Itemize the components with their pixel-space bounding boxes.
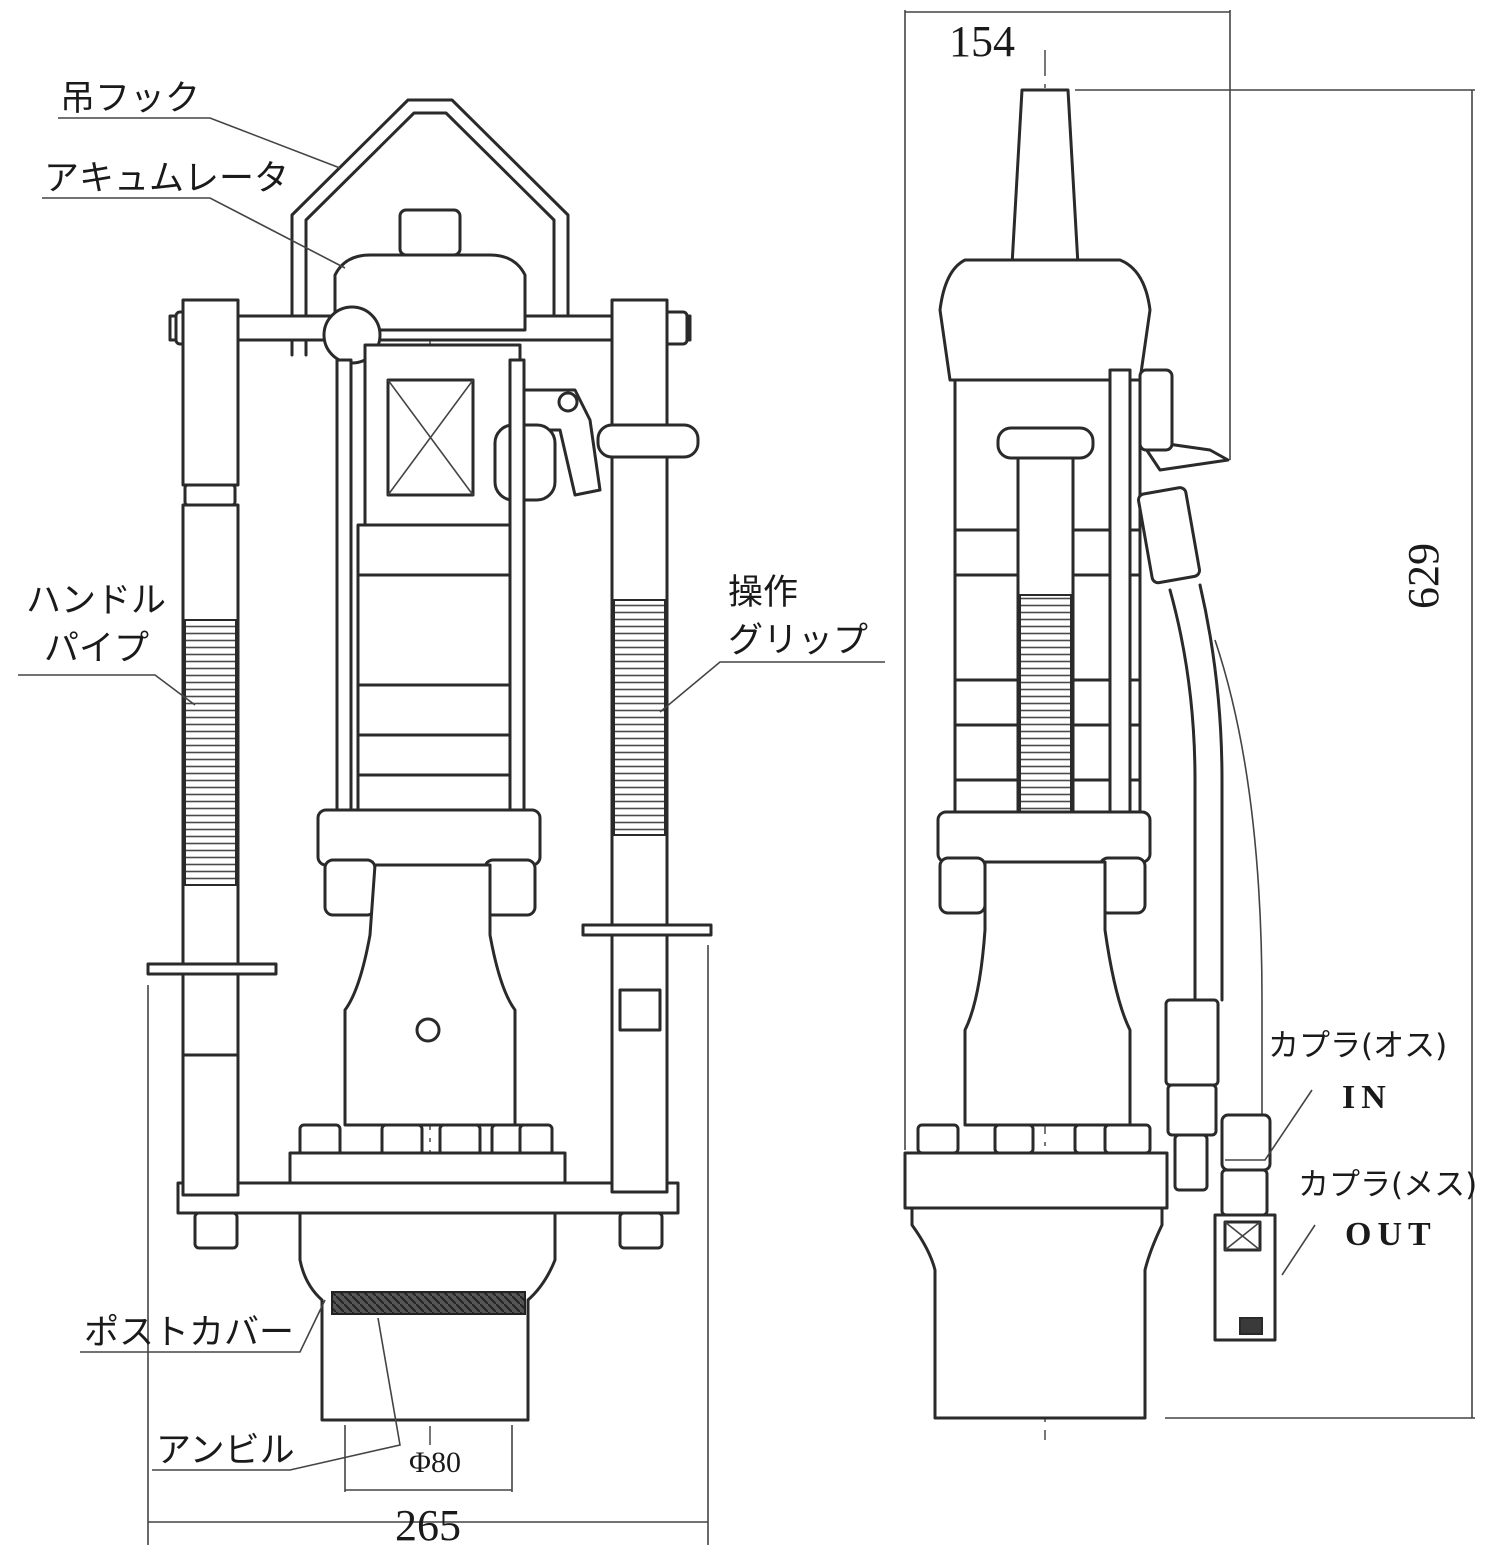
- label-grip-2: グリップ: [728, 621, 868, 661]
- post-cover: [298, 1211, 557, 1422]
- grip-upper: [610, 298, 669, 432]
- grip-stopper-disc: [581, 923, 713, 937]
- coupler-elbow: [1220, 1113, 1272, 1172]
- coupler-male-body: [1166, 1083, 1218, 1137]
- tie-rod-left: [335, 358, 353, 817]
- side-labels: カプラ(オス) IN カプラ(メス) OUT: [1225, 1028, 1477, 1276]
- front-view: 265 Φ80 吊フック アキュムレータ ハンドル パイプ 操作 グリップ ポス…: [18, 79, 885, 1550]
- side-accumulator: [938, 258, 1152, 382]
- depth-dimension-value: 154: [949, 17, 1015, 66]
- label-coupler-male-port: IN: [1342, 1079, 1392, 1116]
- height-dimension-value: 629: [1399, 543, 1448, 609]
- base-plate: [176, 1181, 680, 1215]
- side-lower-body: [963, 860, 1132, 1127]
- label-coupler-male: カプラ(オス): [1268, 1028, 1447, 1064]
- side-tie-rod: [1108, 368, 1132, 822]
- anvil-diameter-dimension: Φ80: [344, 1425, 513, 1492]
- label-post-cover: ポストカバー: [84, 1313, 294, 1353]
- hydraulic-hose: [1137, 368, 1277, 1342]
- width-dimension: 265: [147, 945, 709, 1550]
- side-flange: [903, 1151, 1169, 1210]
- side-flange-bolts: [916, 1123, 1152, 1155]
- depth-dimension: 154: [904, 10, 1231, 1150]
- label-anvil: アンビル: [156, 1431, 295, 1471]
- label-handle-pipe-2: パイプ: [44, 629, 149, 669]
- label-coupler-female: カプラ(メス): [1298, 1167, 1477, 1203]
- handle-stopper-disc: [146, 962, 278, 976]
- handle-pipe-upper: [181, 298, 240, 487]
- label-grip-1: 操作: [728, 573, 798, 613]
- height-dimension: 629: [1075, 89, 1475, 1419]
- handle-pipe: [146, 298, 278, 1197]
- label-handle-pipe-1: ハンドル: [26, 581, 166, 621]
- label-coupler-female-port: OUT: [1345, 1216, 1437, 1253]
- flange-bolts: [298, 1123, 554, 1157]
- middle-clamp: [316, 808, 542, 867]
- front-labels: 吊フック アキュムレータ ハンドル パイプ 操作 グリップ ポストカバー アンビ…: [18, 79, 885, 1471]
- side-clamp: [936, 810, 1152, 864]
- accumulator-cap: [398, 208, 462, 257]
- lifting-hook: [290, 98, 570, 357]
- label-hook: 吊フック: [60, 79, 200, 119]
- width-dimension-value: 265: [395, 1501, 461, 1550]
- flange: [288, 1151, 567, 1185]
- side-post-cover: [910, 1206, 1164, 1420]
- anvil-knurl: [331, 1291, 526, 1315]
- tie-rod-right: [508, 358, 526, 817]
- anvil-diameter-value: Φ80: [409, 1446, 461, 1479]
- operating-grip: [581, 298, 713, 1194]
- cylinder-body: [356, 523, 525, 817]
- side-view: 154 629 カプラ(オス) IN カプラ(メス) OUT: [903, 10, 1477, 1440]
- label-accumulator: アキュムレータ: [44, 159, 289, 199]
